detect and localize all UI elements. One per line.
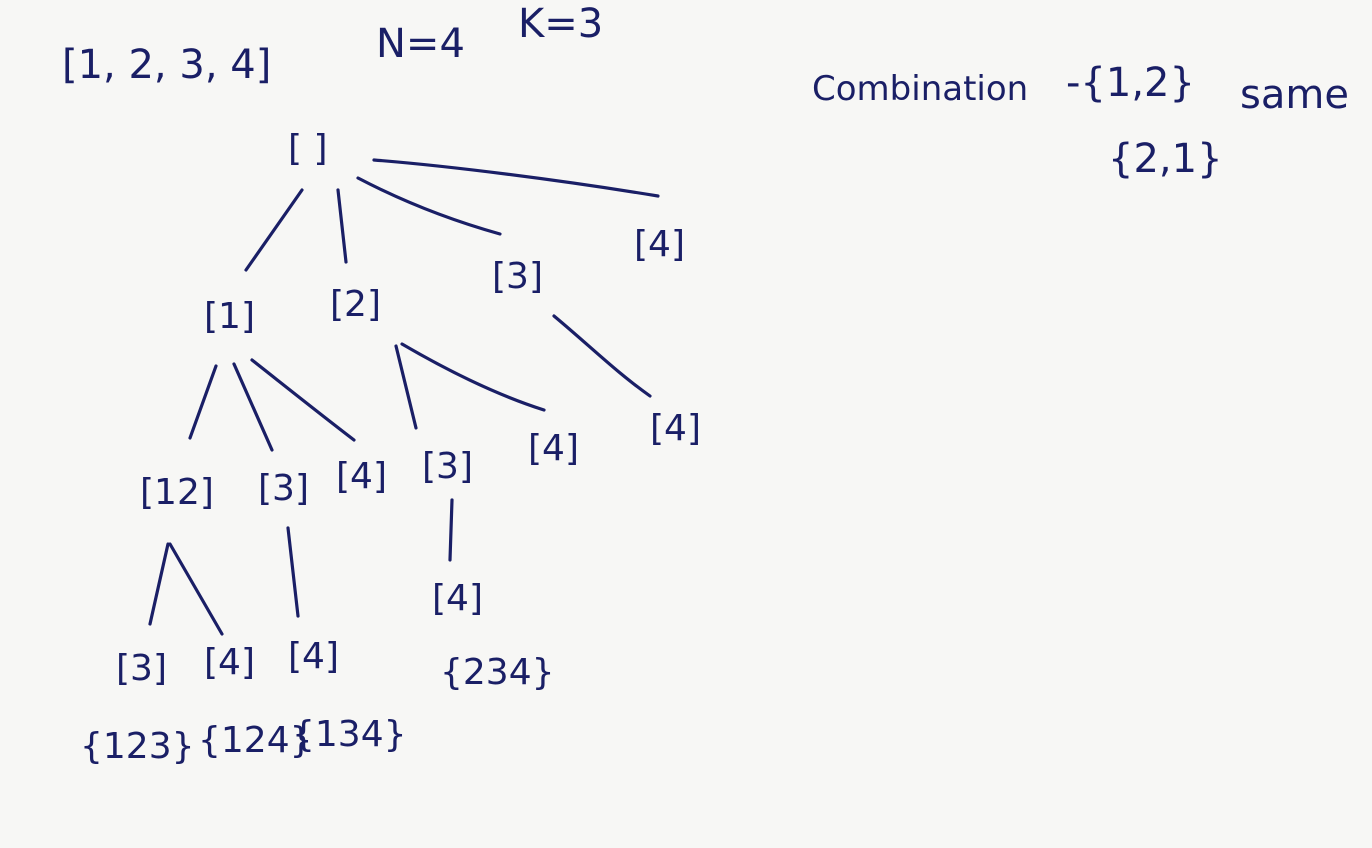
edge-1-3 — [232, 362, 274, 452]
combination-set-2: {2,1} — [1108, 136, 1223, 182]
node-l2-14: [4] — [336, 456, 387, 497]
node-l2-12: [12] — [140, 472, 214, 513]
node-l2-24: [4] — [528, 428, 579, 469]
result-124: {124} — [198, 720, 313, 761]
edge-23-4 — [448, 498, 454, 562]
input-array-label: [1, 2, 3, 4] — [62, 42, 271, 88]
node-l3-134: [4] — [288, 636, 339, 677]
result-123: {123} — [80, 726, 195, 767]
k-value-label: K=3 — [518, 1, 603, 47]
edge-1-4 — [250, 358, 356, 442]
edge-13-4 — [286, 526, 300, 618]
edge-2-4 — [400, 342, 546, 412]
edge-3-4 — [552, 314, 652, 398]
edge-root-3 — [356, 176, 502, 236]
edge-12-4 — [168, 542, 224, 636]
tree-edges — [148, 158, 660, 636]
edge-2-3 — [394, 344, 418, 430]
n-value-label: N=4 — [376, 21, 465, 67]
node-root: [ ] — [288, 128, 328, 169]
result-234: {234} — [440, 652, 555, 693]
edge-root-4 — [372, 158, 660, 198]
edge-12-3 — [148, 542, 170, 626]
result-134: {134} — [292, 714, 407, 755]
edge-root-2 — [336, 188, 348, 264]
edge-root-1 — [244, 188, 304, 272]
node-l1-4: [4] — [634, 224, 685, 265]
node-l1-1: [1] — [204, 296, 255, 337]
node-l3-123: [3] — [116, 648, 167, 689]
node-l2-13: [3] — [258, 468, 309, 509]
node-l2-23: [3] — [422, 446, 473, 487]
same-note: same — [1240, 72, 1349, 118]
node-l2-34: [4] — [650, 408, 701, 449]
node-l3-124: [4] — [204, 642, 255, 683]
combination-word: Combination — [812, 69, 1028, 109]
node-l3-234: [4] — [432, 578, 483, 619]
edge-1-12 — [188, 364, 218, 440]
node-l1-3: [3] — [492, 256, 543, 297]
node-l1-2: [2] — [330, 284, 381, 325]
combination-set-1: -{1,2} — [1066, 60, 1195, 106]
